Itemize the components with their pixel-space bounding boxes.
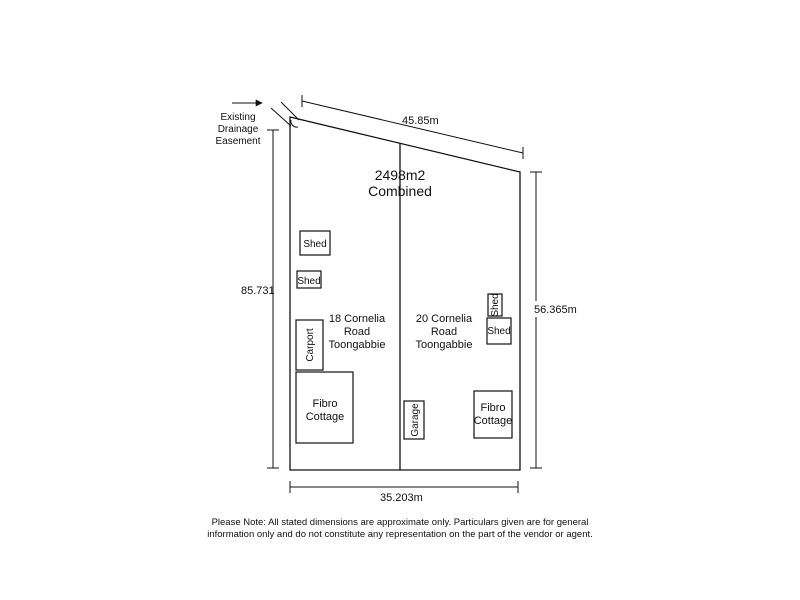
dim-right-label-bg bbox=[533, 301, 573, 317]
dim-left-label-bg bbox=[238, 282, 272, 298]
shed-3 bbox=[487, 293, 503, 317]
lot-right-address-line-2: Road bbox=[431, 326, 457, 338]
dim-left-label: 85.731 bbox=[241, 285, 275, 297]
shed-1 bbox=[299, 230, 331, 256]
garage-label: Garage bbox=[410, 403, 421, 437]
shed-2 bbox=[296, 270, 322, 289]
cottage-right-label-1: Fibro bbox=[480, 402, 505, 414]
lot-right-address-line-3: Toongabbie bbox=[416, 339, 473, 351]
area-sub-label: Combined bbox=[368, 183, 432, 199]
shed-1-label: Shed bbox=[303, 239, 326, 250]
dim-right-label: 56.365m bbox=[534, 304, 577, 316]
garage bbox=[403, 400, 425, 440]
cottage-right-label-2: Cottage bbox=[474, 415, 513, 427]
dim-top-line bbox=[301, 100, 524, 154]
shed-4-label: Shed bbox=[487, 326, 510, 337]
disclaimer-note: Please Note: All stated dimensions are a… bbox=[207, 517, 593, 540]
lot-left-address-line-3: Toongabbie bbox=[329, 339, 386, 351]
easement-arc bbox=[290, 119, 299, 128]
cottage-right bbox=[473, 390, 513, 439]
area-label: 2498m2 bbox=[375, 167, 426, 183]
carport bbox=[295, 319, 324, 371]
shed-4 bbox=[486, 317, 512, 345]
carport-label: Carport bbox=[305, 328, 316, 362]
cottage-left-label-2: Cottage bbox=[306, 411, 345, 423]
easement-diagonals bbox=[270, 101, 300, 127]
shed-3-label: Shed bbox=[490, 293, 501, 316]
easement-line-1: Existing bbox=[220, 112, 255, 123]
shed-2-label: Shed bbox=[297, 276, 320, 287]
easement-label: Existing Drainage Easement bbox=[215, 112, 260, 147]
dim-top-label: 45.85m bbox=[402, 115, 439, 127]
cottage-left bbox=[295, 371, 354, 444]
easement-line-2: Drainage bbox=[218, 124, 259, 135]
lot-left-address-line-2: Road bbox=[344, 326, 370, 338]
lot-right-address-line-1: 20 Cornelia bbox=[416, 313, 473, 325]
easement-line-3: Easement bbox=[215, 136, 260, 147]
dim-bottom-label: 35.203m bbox=[380, 492, 423, 504]
site-boundary bbox=[289, 116, 521, 471]
cottage-left-label-1: Fibro bbox=[312, 398, 337, 410]
lot-left-address-line-1: 18 Cornelia bbox=[329, 313, 386, 325]
